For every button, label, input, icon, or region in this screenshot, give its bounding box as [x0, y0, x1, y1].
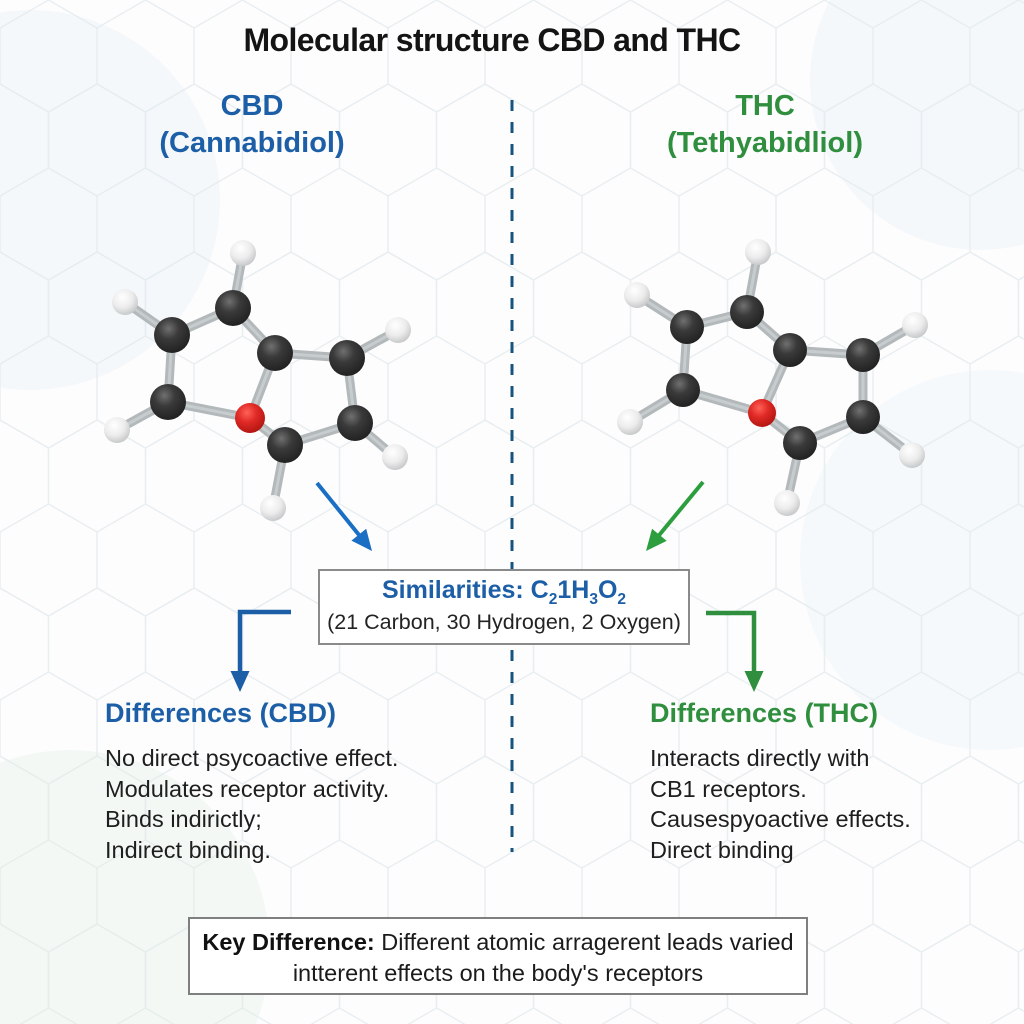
carbon-atom [846, 400, 880, 434]
carbon-atom [783, 426, 817, 460]
hydrogen-atom [230, 240, 256, 266]
hydrogen-atom [617, 409, 643, 435]
hydrogen-atom [382, 444, 408, 470]
cbd-fullname: (Cannabidiol) [159, 127, 345, 159]
thc-difference-item: Interacts directly with [650, 745, 870, 771]
hydrogen-atom [260, 495, 286, 521]
similarities-box: Similarities: C21H3O2 (21 Carbon, 30 Hyd… [318, 569, 690, 645]
carbon-atom [846, 338, 880, 372]
carbon-atom [154, 317, 190, 353]
carbon-atom [215, 290, 251, 326]
cbd-difference-item: Indirect binding. [105, 836, 271, 863]
thc-difference-item: Causespyoactive effects. [650, 806, 911, 832]
hydrogen-atom [112, 289, 138, 315]
hydrogen-atom [902, 312, 928, 338]
key-difference-text: Different atomic arragerent leads varied [374, 929, 794, 955]
hydrogen-atom [899, 442, 925, 468]
similarities-formula: C21H3O2 [530, 576, 627, 608]
thc-differences-section: Differences (THC) Interacts directly wit… [650, 697, 1024, 865]
cbd-abbr: CBD [220, 90, 284, 122]
carbon-atom [329, 340, 365, 376]
thc-similarities-arrow [646, 480, 705, 551]
thc-difference-item: Direct binding [650, 836, 794, 863]
carbon-atom [773, 333, 807, 367]
cbd-difference-item: No direct psycoactive effect. [105, 745, 399, 771]
page-title: Molecular structure CBD and THC [243, 22, 741, 58]
key-difference-label: Key Difference: [202, 929, 375, 955]
carbon-atom [257, 335, 293, 371]
hydrogen-atom [774, 490, 800, 516]
carbon-atom [670, 310, 704, 344]
hydrogen-atom [104, 417, 130, 443]
similarities-title: Similarities: C21H3O2 [320, 576, 688, 609]
similarities-detail: (21 Carbon, 30 Hydrogen, 2 Oxygen) [327, 610, 681, 634]
cbd-heading: CBD (Cannabidiol) [102, 88, 402, 162]
thc-molecule-model [617, 239, 928, 516]
similarities-label: Similarities: [381, 576, 531, 604]
carbon-atom [337, 405, 373, 441]
thc-heading: THC (Tethyabidliol) [615, 88, 915, 162]
carbon-atom [666, 373, 700, 407]
carbon-atom [150, 384, 186, 420]
oxygen-atom [235, 403, 265, 433]
thc-fullname: (Tethyabidliol) [666, 127, 863, 159]
hydrogen-atom [385, 317, 411, 343]
carbon-atom [730, 295, 764, 329]
cbd-differences-arrow [230, 609, 291, 692]
cbd-similarities-arrow [315, 481, 372, 551]
carbon-atom [267, 427, 303, 463]
hydrogen-atom [624, 282, 650, 308]
thc-differences-arrow [706, 610, 764, 692]
thc-difference-item: CB1 receptors. [650, 775, 807, 802]
thc-differences-title: Differences (THC) [650, 698, 879, 728]
hydrogen-atom [745, 239, 771, 265]
cbd-molecule-model [104, 240, 411, 521]
oxygen-atom [748, 399, 776, 427]
key-difference-line2: intterent effects on the body's receptor… [292, 960, 704, 986]
cbd-difference-item: Binds indirictly; [105, 806, 262, 832]
cbd-differences-title: Differences (CBD) [105, 698, 337, 728]
cbd-difference-item: Modulates receptor activity. [105, 775, 390, 802]
thc-abbr: THC [735, 90, 795, 122]
cbd-differences-section: Differences (CBD) No direct psycoactive … [105, 697, 485, 865]
key-difference-line1: Key Difference: Different atomic arrager… [190, 927, 806, 958]
key-difference-box: Key Difference: Different atomic arrager… [188, 917, 808, 995]
